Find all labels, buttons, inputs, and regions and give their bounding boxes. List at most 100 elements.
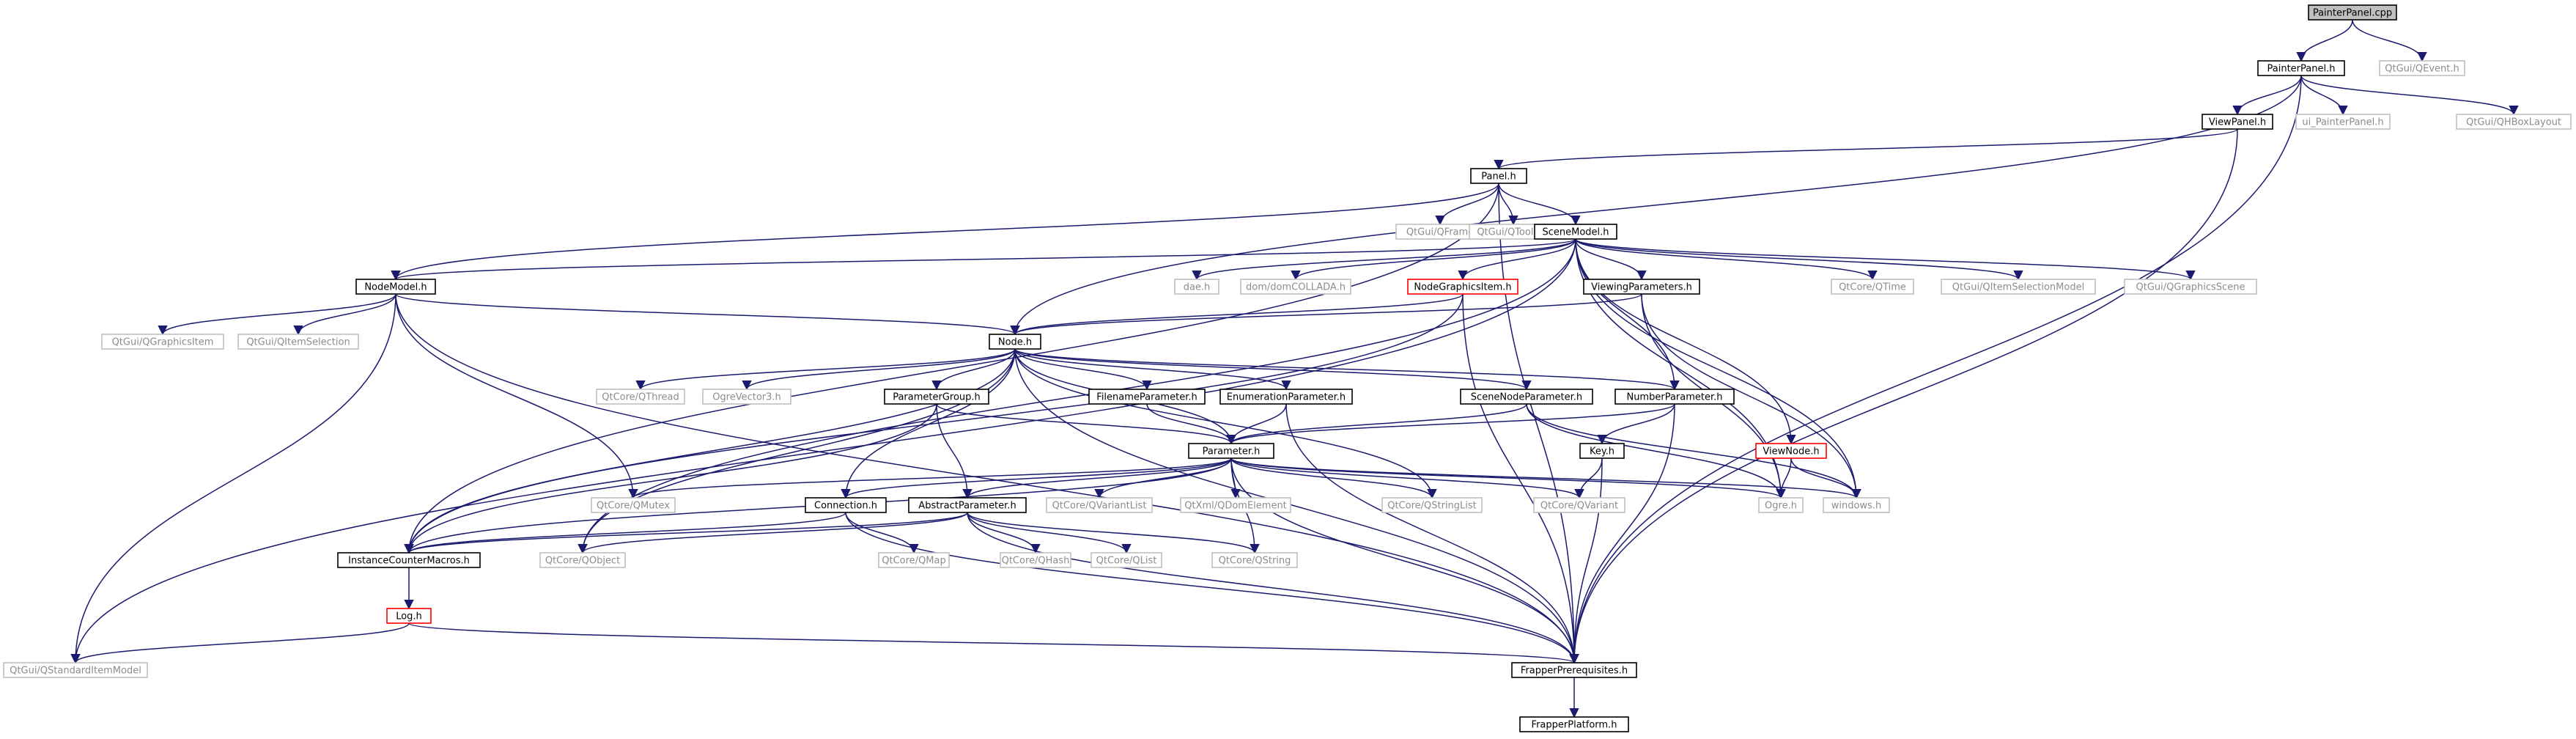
- edge-scene-model-h-to-viewing-parameters-h: [1575, 238, 1647, 281]
- edge-painter-panel-h-to-view-panel-h: [2232, 75, 2302, 116]
- node-qtime[interactable]: QtCore/QTime: [1831, 279, 1914, 295]
- edge-scene-model-h-to-view-node-h: [1575, 238, 1796, 445]
- node-box: [539, 552, 626, 568]
- node-view-node-h[interactable]: ViewNode.h: [1755, 443, 1827, 459]
- node-label: ViewNode.h: [1763, 446, 1819, 457]
- node-scene-node-parameter-h[interactable]: SceneNodeParameter.h: [1460, 389, 1593, 405]
- edge-enumeration-parameter-h-to-frapper-prerequisites-h: [1285, 403, 1579, 664]
- node-label: Ogre.h: [1765, 501, 1797, 512]
- edge-node-graphics-item-h-to-instance-counter-macros-h: [404, 293, 1464, 554]
- node-qstandard-item-model[interactable]: QtGui/QStandardItemModel: [3, 662, 148, 678]
- node-connection-h[interactable]: Connection.h: [805, 497, 887, 513]
- node-windows-h[interactable]: windows.h: [1823, 497, 1890, 513]
- node-qevent[interactable]: QtGui/QEvent.h: [2379, 60, 2465, 76]
- node-enumeration-parameter-h[interactable]: EnumerationParameter.h: [1219, 389, 1353, 405]
- node-ui-painter-panel-h[interactable]: ui_PainterPanel.h: [2295, 114, 2391, 130]
- node-parameter-group-h[interactable]: ParameterGroup.h: [884, 389, 989, 405]
- edges-layer: [70, 19, 2519, 718]
- edge-painter-panel-h-to-ui-painter-panel-h: [2300, 75, 2348, 116]
- node-qgraphics-item[interactable]: QtGui/QGraphicsItem: [101, 334, 224, 350]
- node-parameter-h[interactable]: Parameter.h: [1188, 443, 1274, 459]
- edge-number-parameter-h-to-parameter-h: [1226, 403, 1675, 445]
- edge-parameter-h-to-connection-h: [841, 457, 1232, 499]
- edge-abstract-parameter-h-to-qobject: [577, 512, 968, 554]
- node-label: QtGui/QGraphicsItem: [112, 337, 214, 348]
- edge-log-h-to-frapper-prerequisites-h: [408, 622, 1579, 664]
- node-qgraphics-scene[interactable]: QtGui/QGraphicsScene: [2124, 279, 2257, 295]
- node-box: [1188, 443, 1274, 459]
- node-qstring-list[interactable]: QtCore/QStringList: [1381, 497, 1483, 513]
- edge-number-parameter-h-to-key-h: [1597, 403, 1675, 445]
- node-label: NodeGraphicsItem.h: [1414, 282, 1511, 293]
- node-filename-parameter-h[interactable]: FilenameParameter.h: [1088, 389, 1206, 405]
- node-scene-model-h[interactable]: SceneModel.h: [1534, 224, 1617, 240]
- edge-node-h-to-instance-counter-macros-h: [404, 348, 1016, 554]
- node-qobject[interactable]: QtCore/QObject: [539, 552, 626, 568]
- node-qstring[interactable]: QtCore/QString: [1211, 552, 1298, 568]
- node-view-panel-h[interactable]: ViewPanel.h: [2202, 114, 2273, 130]
- edge-node-h-to-qstring-list: [1014, 348, 1437, 499]
- node-label: ui_PainterPanel.h: [2302, 117, 2383, 128]
- node-box: [908, 497, 1027, 513]
- node-qmutex[interactable]: QtCore/QMutex: [591, 497, 676, 513]
- node-label: QtCore/QMutex: [597, 501, 670, 512]
- edge-scene-model-h-to-qtime: [1575, 238, 1878, 281]
- node-painter-panel-h[interactable]: PainterPanel.h: [2257, 60, 2345, 76]
- node-box: [989, 334, 1041, 350]
- node-frapper-prerequisites-h[interactable]: FrapperPrerequisites.h: [1511, 662, 1637, 678]
- node-qmap[interactable]: QtCore/QMap: [878, 552, 950, 568]
- node-label: Connection.h: [814, 501, 877, 512]
- node-qhbox-layout[interactable]: QtGui/QHBoxLayout: [2456, 114, 2572, 130]
- edge-painter-panel-cpp-to-qevent: [2352, 19, 2427, 62]
- edge-parameter-group-h-to-instance-counter-macros-h: [404, 403, 937, 554]
- node-qdom-element[interactable]: QtXml/QDomElement: [1180, 497, 1291, 513]
- node-label: QtCore/QString: [1219, 556, 1291, 567]
- node-label: QtGui/QItemSelectionModel: [1952, 282, 2084, 293]
- node-node-graphics-item-h[interactable]: NodeGraphicsItem.h: [1407, 279, 1518, 295]
- node-label: Parameter.h: [1203, 446, 1261, 457]
- node-label: FrapperPlatform.h: [1532, 720, 1617, 731]
- node-dom-collada-h[interactable]: dom/domCOLLADA.h: [1240, 279, 1351, 295]
- node-qvariant[interactable]: QtCore/QVariant: [1533, 497, 1625, 513]
- node-qitem-selection-model[interactable]: QtGui/QItemSelectionModel: [1941, 279, 2096, 295]
- node-log-h[interactable]: Log.h: [386, 608, 432, 624]
- node-box: [2379, 60, 2465, 76]
- edge-node-model-h-to-qitem-selection: [293, 293, 396, 336]
- node-key-h[interactable]: Key.h: [1579, 443, 1625, 459]
- edge-node-h-to-number-parameter-h: [1014, 348, 1680, 391]
- node-panel-h[interactable]: Panel.h: [1470, 168, 1527, 184]
- node-ogre-vector3-h[interactable]: OgreVector3.h: [702, 389, 791, 405]
- node-label: QtCore/QVariant: [1540, 501, 1618, 512]
- edge-panel-h-to-qframe: [1435, 183, 1499, 226]
- node-box: [805, 497, 887, 513]
- edge-scene-node-parameter-h-to-parameter-h: [1226, 403, 1527, 445]
- node-node-h[interactable]: Node.h: [989, 334, 1041, 350]
- node-node-model-h[interactable]: NodeModel.h: [355, 279, 436, 295]
- node-number-parameter-h[interactable]: NumberParameter.h: [1614, 389, 1735, 405]
- node-qlist[interactable]: QtCore/QList: [1090, 552, 1162, 568]
- node-frapper-platform-h[interactable]: FrapperPlatform.h: [1519, 716, 1629, 732]
- edge-node-h-to-connection-h: [841, 348, 1016, 499]
- node-painter-panel-cpp[interactable]: PainterPanel.cpp: [2308, 4, 2397, 21]
- node-dae-h[interactable]: dae.h: [1174, 279, 1219, 295]
- node-viewing-parameters-h[interactable]: ViewingParameters.h: [1583, 279, 1700, 295]
- edge-scene-model-h-to-dae-h: [1192, 238, 1576, 281]
- edge-abstract-parameter-h-to-qlist: [967, 512, 1132, 554]
- node-box: [1381, 497, 1483, 513]
- node-box: [1046, 497, 1153, 513]
- node-qthread[interactable]: QtCore/QThread: [596, 389, 685, 405]
- node-qvariant-list[interactable]: QtCore/QVariantList: [1046, 497, 1153, 513]
- node-qhash[interactable]: QtCore/QHash: [1000, 552, 1071, 568]
- node-ogre-h[interactable]: Ogre.h: [1758, 497, 1804, 513]
- node-qframe[interactable]: QtGui/QFrame: [1395, 224, 1485, 240]
- edge-scene-model-h-to-qgraphics-scene: [1575, 238, 2196, 281]
- node-abstract-parameter-h[interactable]: AbstractParameter.h: [908, 497, 1027, 513]
- edge-panel-h-to-instance-counter-macros-h: [404, 183, 1499, 554]
- node-qitem-selection[interactable]: QtGui/QItemSelection: [237, 334, 359, 350]
- node-instance-counter-macros-h[interactable]: InstanceCounterMacros.h: [337, 552, 481, 568]
- node-box: [355, 279, 436, 295]
- edge-scene-model-h-to-number-parameter-h: [1575, 238, 1680, 391]
- edge-connection-h-to-frapper-prerequisites-h: [845, 512, 1579, 664]
